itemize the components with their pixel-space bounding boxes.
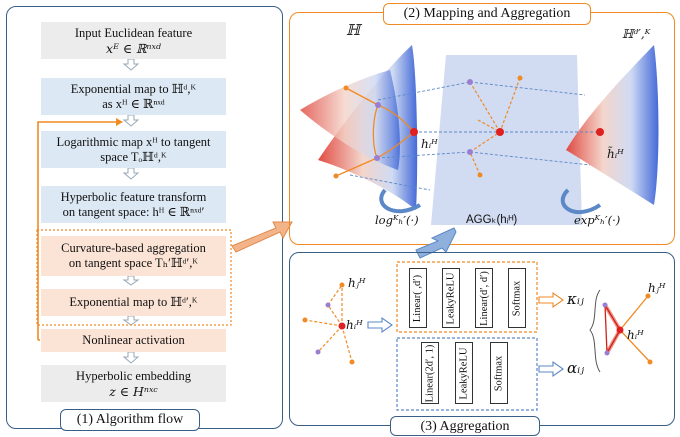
step-feature-transform-line2: on tangent space: hᴴ ∈ ℝⁿˣᵈ′ [62, 204, 205, 219]
layer-linear-top-1: Linear( ,d′) [409, 268, 427, 328]
step-log-map-line1: Logarithmic map xᴴ to tangent [56, 134, 211, 149]
out-hi-label: hᵢᴴ [627, 328, 644, 342]
algorithm-flow-title: (1) Algorithm flow [60, 409, 200, 431]
aggregation-title: (3) Aggregation [390, 416, 540, 436]
step-feature-transform-line1: Hyperbolic feature transform [60, 189, 207, 204]
layer-softmax-bottom: Softmax [490, 342, 508, 404]
step-curvature-aggregation-line2: on tangent space Tₕ′ℍᵈ′,ᴷ [68, 256, 199, 270]
tangent-plane [431, 55, 582, 225]
kappa-label: κᵢⱼ [567, 290, 584, 308]
layer-linear-top-2: Linear(d′, d′) [475, 268, 493, 328]
left-hi-label: hᵢᴴ [421, 137, 438, 151]
step-input-feature: Input Euclidean feature xᴱ ∈ ℝⁿˣᵈ [41, 22, 226, 59]
agg-label: AGGₖ(hᵢᴴ) [466, 214, 518, 226]
right-hi-label: h̃ᵢᴴ [607, 147, 624, 161]
exp-map-label: expᴷₕ′(·) [574, 213, 621, 227]
step-exp-map-out-line1: Exponential map to ℍᵈ′,ᴷ [69, 295, 198, 309]
alpha-label: αᵢⱼ [567, 359, 585, 377]
step-log-map-line2: space Tₒℍᵈ,ᴷ [100, 149, 167, 164]
step-hyperbolic-embedding-line2: z ∈ Hⁿˣᶜ [109, 383, 158, 399]
log-map-label: logᴷₕ′(·) [375, 213, 419, 227]
mapping-aggregation-title: (2) Mapping and Aggregation [383, 3, 591, 25]
step-input-feature-line1: Input Euclidean feature [74, 25, 193, 40]
right-space-label: ℍᵈ′,ᴷ [622, 27, 651, 41]
layer-leakyrelu-top: LeakyReLU [442, 268, 460, 328]
left-space-label: ℍ [346, 21, 361, 39]
layer-softmax-top: Softmax [508, 268, 526, 328]
out-hj-label: hⱼᴴ [648, 281, 666, 295]
step-nonlinear-activation-line1: Nonlinear activation [82, 333, 185, 347]
step-hyperbolic-embedding: Hyperbolic embedding z ∈ Hⁿˣᶜ [41, 365, 226, 402]
step-exp-map-line2: as xᴴ ∈ ℝⁿˣᵈ [102, 96, 165, 111]
layer-leakyrelu-bottom: LeakyReLU [455, 342, 473, 404]
step-exp-map-out: Exponential map to ℍᵈ′,ᴷ [41, 289, 226, 316]
step-exp-map: Exponential map to ℍᵈ,ᴷ as xᴴ ∈ ℝⁿˣᵈ [41, 78, 226, 115]
step-nonlinear-activation: Nonlinear activation [41, 329, 226, 352]
step-feature-transform: Hyperbolic feature transform on tangent … [41, 186, 226, 223]
step-input-feature-line2: xᴱ ∈ ℝⁿˣᵈ [106, 40, 161, 56]
right-hyperbolic-surface [566, 45, 659, 205]
agg-hi-label: hᵢᴴ [346, 318, 363, 332]
layer-linear-bottom: Linear(2d′, 1) [421, 342, 439, 404]
step-exp-map-line1: Exponential map to ℍᵈ,ᴷ [70, 81, 197, 96]
step-curvature-aggregation: Curvature-based aggregation on tangent s… [41, 236, 226, 276]
step-curvature-aggregation-line1: Curvature-based aggregation [61, 241, 206, 255]
agg-hj-label: hⱼᴴ [348, 276, 366, 290]
step-log-map: Logarithmic map xᴴ to tangent space Tₒℍᵈ… [41, 131, 226, 168]
step-hyperbolic-embedding-line1: Hyperbolic embedding [76, 368, 191, 383]
